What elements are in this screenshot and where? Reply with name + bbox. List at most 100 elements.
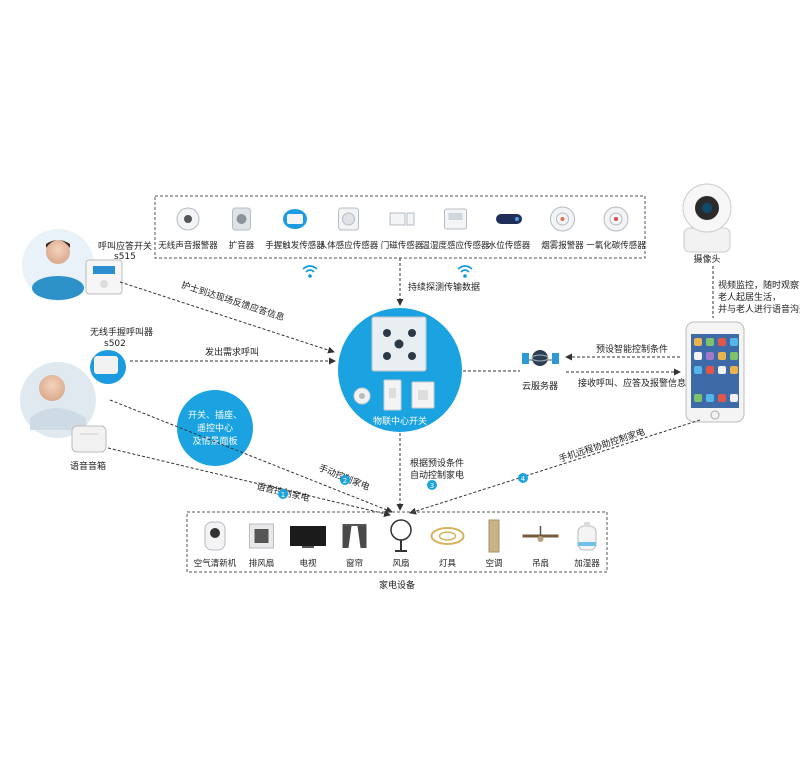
appliance-item: 窗帘 <box>342 524 367 569</box>
appliance-item: 加湿器 <box>574 522 600 569</box>
sensor-label: 扩音器 <box>229 240 255 251</box>
edge-hub-to-appliances-label-1: 根据预设条件 <box>410 457 464 469</box>
appliance-label: 窗帘 <box>346 558 363 569</box>
door-sensor-icon <box>389 212 415 226</box>
edge-handheld-to-hub-label: 发出需求呼叫 <box>205 346 259 358</box>
appliances-group: 空气清新机 排风扇 电视 窗帘 风扇 灯具 空调 吊扇 加湿器 <box>194 519 600 569</box>
wifi-signal-icon <box>302 265 318 278</box>
appliance-label: 空调 <box>485 558 502 569</box>
camera-label: 摄像头 <box>693 253 720 265</box>
sensor-item: 手握触发传感器 <box>265 209 325 251</box>
appliance-label: 空气清新机 <box>194 558 237 569</box>
sensors-group: 无线声音报警器扩音器手握触发传感器人体感应传感器门磁传感器温湿度感应传感器水位传… <box>158 206 646 251</box>
nurse-switch-label: 呼叫应答开关 <box>98 240 152 252</box>
edge-nurse-to-hub <box>119 281 335 354</box>
appliance-item: 空气清新机 <box>194 521 237 569</box>
edge-phone-to-appliances-label: 手机远程协助控制家电 <box>557 426 646 465</box>
badge-4-text: 4 <box>521 475 526 483</box>
air-conditioner-icon <box>488 519 500 553</box>
cloud-server-icon <box>522 350 559 366</box>
edge-sensors-to-hub-label: 持续探测传输数据 <box>408 281 480 293</box>
appliances-title: 家电设备 <box>379 579 415 591</box>
air-purifier-icon <box>204 521 226 551</box>
panel-line-2: 遥控中心 <box>197 422 233 434</box>
appliances-group-box <box>186 511 608 573</box>
handheld-label: 无线手握呼叫器 <box>90 326 153 338</box>
appliance-item: 空调 <box>485 519 503 569</box>
badge-3-text: 3 <box>430 482 434 490</box>
sensor-label: 一氧化碳传感器 <box>586 240 646 251</box>
smartphone-icon <box>685 321 745 423</box>
sensor-item: 扩音器 <box>229 207 255 251</box>
elderly-photo <box>20 362 96 438</box>
nurse-switch-icon <box>85 259 123 295</box>
motion-sensor-icon <box>338 207 359 231</box>
wifi-signal-icon <box>457 265 473 278</box>
smoke-alarm-icon <box>550 206 575 232</box>
appliance-label: 吊扇 <box>532 558 549 569</box>
handheld-caller-icon <box>90 350 126 384</box>
speaker-icon <box>232 207 251 231</box>
appliance-item: 吊扇 <box>522 526 559 569</box>
edge-cloud-to-phone-label: 接收呼叫、应答及报警信息 <box>578 377 686 389</box>
cloud-label: 云服务器 <box>522 380 558 392</box>
hand-trigger-icon <box>283 209 307 229</box>
camera-icon <box>682 183 732 253</box>
sensor-item: 一氧化碳传感器 <box>586 206 646 251</box>
nurse-photo <box>22 229 94 301</box>
sensor-label: 无线声音报警器 <box>158 240 218 251</box>
sensor-item: 温湿度感应传感器 <box>421 208 490 251</box>
edge-phone-to-cloud-label: 预设智能控制条件 <box>596 343 668 355</box>
badge-3 <box>427 480 437 490</box>
panel-circle <box>177 390 253 466</box>
sensor-label: 门磁传感器 <box>381 240 424 251</box>
sensor-item: 人体感应传感器 <box>319 207 379 251</box>
thermo-hygro-icon <box>444 208 467 230</box>
camera-note: 视频监控，随时观察 老人起居生活， 并与老人进行语音沟通 <box>718 279 800 315</box>
camera-note-line-3: 并与老人进行语音沟通 <box>718 303 800 315</box>
badge-2 <box>340 475 350 485</box>
fan-icon <box>390 519 412 552</box>
badge-1 <box>278 489 288 499</box>
appliance-item: 电视 <box>290 526 326 569</box>
ceiling-fan-icon <box>522 526 559 542</box>
sensor-label: 烟雾报警器 <box>541 240 584 251</box>
appliance-label: 排风扇 <box>249 558 275 569</box>
hub-switch-panel-icon <box>371 316 427 372</box>
voice-speaker-icon <box>71 425 107 453</box>
panel-line-3: 及情景面板 <box>192 435 237 447</box>
badge-1-text: 1 <box>281 491 285 499</box>
edge-panel-to-appliances <box>109 399 393 514</box>
sensor-label: 温湿度感应传感器 <box>421 240 490 251</box>
appliance-label: 加湿器 <box>574 558 600 569</box>
water-sensor-icon <box>496 214 522 224</box>
sensor-item: 门磁传感器 <box>381 212 424 251</box>
sensor-item: 烟雾报警器 <box>541 206 584 251</box>
appliance-item: 风扇 <box>390 519 412 569</box>
edge-hub-to-appliances-label-2: 自动控制家电 <box>410 469 464 481</box>
sensor-label: 手握触发传感器 <box>265 240 325 251</box>
appliance-label: 风扇 <box>392 558 409 569</box>
lamp-icon <box>430 527 465 545</box>
nurse-switch-model: s515 <box>114 252 136 262</box>
curtain-icon <box>342 524 367 548</box>
edge-voice-to-appliances <box>107 447 391 518</box>
appliance-item: 灯具 <box>430 527 465 569</box>
panel-line-1: 开关、插座、 <box>188 409 242 421</box>
sensor-item: 无线声音报警器 <box>158 207 218 251</box>
camera-note-line-1: 视频监控，随时观察 <box>718 279 799 291</box>
tv-icon <box>290 526 326 548</box>
badge-4 <box>518 473 528 483</box>
badge-2-text: 2 <box>343 477 347 485</box>
sensor-item: 水位传感器 <box>488 214 531 251</box>
humidifier-icon <box>577 522 597 551</box>
co-sensor-icon <box>603 206 629 232</box>
appliance-label: 电视 <box>299 558 317 569</box>
sensor-label: 水位传感器 <box>488 240 531 251</box>
edge-phone-to-appliances <box>409 419 701 515</box>
handheld-model: s502 <box>104 339 126 349</box>
exhaust-fan-icon <box>249 523 274 549</box>
appliance-label: 灯具 <box>439 558 457 569</box>
appliance-item: 排风扇 <box>249 523 275 569</box>
